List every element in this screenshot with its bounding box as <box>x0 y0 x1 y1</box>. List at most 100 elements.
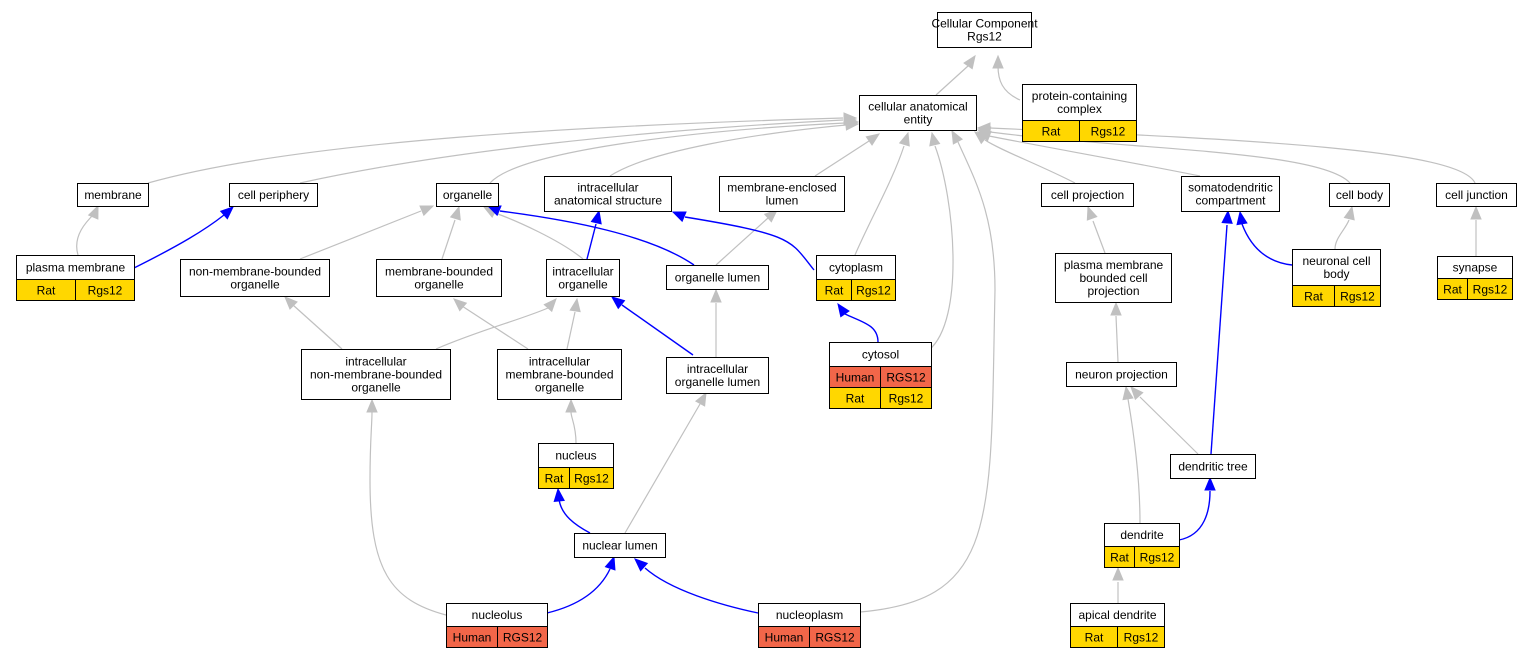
arrow-head <box>610 296 626 310</box>
term-label: synapse <box>1453 261 1498 275</box>
species-label: Rat <box>1042 125 1061 139</box>
edge-line <box>935 65 969 96</box>
term-box <box>1170 454 1256 479</box>
term-node-cellprojection[interactable]: cell projection <box>1041 183 1134 207</box>
arrow-head <box>569 297 581 313</box>
edge-pm-to-membrane <box>76 204 99 256</box>
arrow-head <box>671 211 687 223</box>
edge-dt-to-somato <box>1210 209 1233 455</box>
term-border <box>497 349 622 400</box>
term-node-celljunction[interactable]: cell junction <box>1436 183 1517 207</box>
term-label: dendritic tree <box>1178 460 1248 474</box>
term-border <box>180 259 330 297</box>
term-box <box>1055 253 1172 303</box>
edge-ncb-to-cellbody <box>1334 205 1355 250</box>
arrow-head <box>951 129 964 145</box>
arrow-head <box>284 296 298 310</box>
edge-line <box>133 214 225 269</box>
arrow-head <box>898 131 910 147</box>
arrow-head <box>1130 386 1144 401</box>
arrow-head <box>837 302 850 318</box>
term-label: organelle <box>351 381 401 395</box>
edge-pcc-to-root <box>992 54 1021 101</box>
term-label: apical dendrite <box>1078 608 1156 622</box>
term-node-np[interactable]: neuron projection <box>1066 362 1177 387</box>
term-label: membrane-bounded <box>505 368 613 382</box>
term-label: lumen <box>766 194 799 208</box>
term-border <box>446 603 548 648</box>
edge-apical-to-dendrite <box>1112 566 1124 603</box>
edge-iol-to-ol <box>710 288 722 357</box>
term-border <box>1436 183 1517 207</box>
edge-line <box>988 135 1201 177</box>
arrow-head <box>1343 205 1355 221</box>
term-label: organelle <box>443 188 493 202</box>
edge-cellperiphery-to-cae <box>299 114 858 184</box>
term-box <box>937 12 1032 48</box>
term-node-inmbo[interactable]: intracellularnon-membrane-boundedorganel… <box>301 349 451 400</box>
edge-line <box>76 212 96 256</box>
term-border <box>829 342 932 409</box>
term-label: organelle <box>535 381 585 395</box>
term-node-membrane[interactable]: membrane <box>77 183 149 207</box>
edge-io-to-ias <box>586 209 602 260</box>
edge-nl-to-nucleus <box>553 487 591 534</box>
term-label: intracellular <box>345 355 406 369</box>
species-label: Rat <box>545 472 564 486</box>
term-border <box>229 183 318 207</box>
term-box <box>180 259 330 297</box>
edge-line <box>1139 396 1199 455</box>
term-label: somatodendritic <box>1188 181 1273 195</box>
term-node-nl[interactable]: nuclear lumen <box>574 533 666 558</box>
term-node-dt[interactable]: dendritic tree <box>1170 454 1256 479</box>
species-label: Rat <box>846 392 865 406</box>
arrow-head <box>419 205 435 217</box>
term-label: nucleoplasm <box>776 608 843 622</box>
arrow-head <box>543 298 557 313</box>
arrow-head <box>865 133 881 146</box>
term-border <box>666 357 769 394</box>
term-border <box>758 603 861 648</box>
edge-line <box>1210 224 1228 455</box>
term-node-cellperiphery[interactable]: cell periphery <box>229 183 318 207</box>
arrow-head <box>1112 566 1124 581</box>
term-label: intracellular <box>529 355 590 369</box>
term-node-organelle[interactable]: organelle <box>436 183 499 207</box>
edge-nucleolus-to-nl <box>546 555 616 614</box>
term-node-ol[interactable]: organelle lumen <box>666 265 769 290</box>
edge-cytoplasm-to-cae <box>854 131 910 256</box>
term-node-cellbody[interactable]: cell body <box>1329 183 1390 207</box>
edge-line <box>546 568 611 614</box>
term-label: cellular anatomical <box>868 100 967 114</box>
edge-line <box>441 219 456 260</box>
edge-io-to-organelle <box>482 206 584 260</box>
term-border <box>1066 362 1177 387</box>
edge-line <box>844 313 879 343</box>
edge-nucleoplasm-to-nl <box>634 558 759 614</box>
edge-inmbo-to-io <box>435 298 557 350</box>
edge-line <box>566 311 576 350</box>
term-label: organelle <box>414 278 464 292</box>
